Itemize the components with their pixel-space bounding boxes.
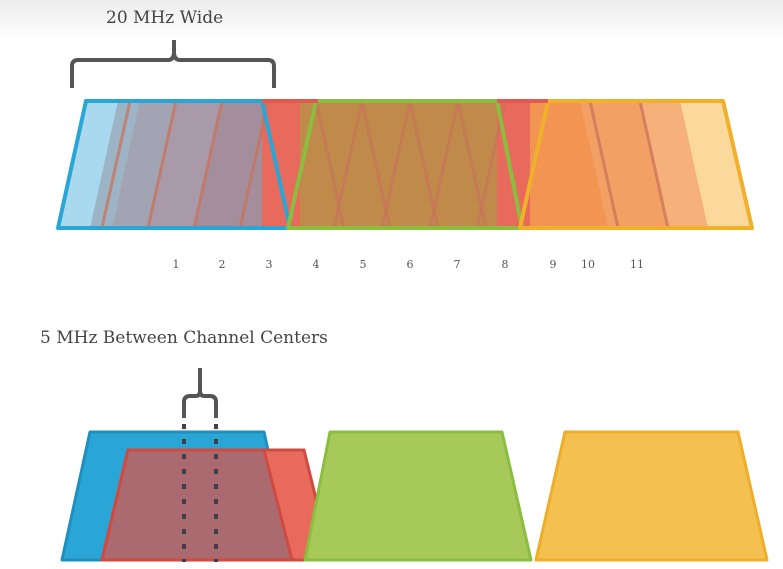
channel-number: 5 xyxy=(360,258,367,271)
channel-number: 3 xyxy=(266,258,273,271)
channel-number: 1 xyxy=(173,258,180,271)
channel-6-shape xyxy=(303,430,533,562)
stripe xyxy=(194,101,262,228)
channel-number: 4 xyxy=(313,258,320,271)
channel-number-row: 1 2 3 4 5 6 7 8 9 10 11 xyxy=(173,258,645,271)
channel-2-outline xyxy=(100,448,294,562)
stripe xyxy=(680,101,752,228)
channel-number: 7 xyxy=(454,258,461,271)
channel-overlap xyxy=(102,450,292,560)
top-spectrum-band xyxy=(58,101,752,228)
channel-number: 9 xyxy=(550,258,557,271)
width-bracket xyxy=(70,40,276,88)
channel-11-outline xyxy=(518,99,754,230)
channel-number: 6 xyxy=(407,258,414,271)
channel-number: 8 xyxy=(502,258,509,271)
stripe xyxy=(112,101,175,228)
top-shade xyxy=(0,0,783,40)
channel-number: 2 xyxy=(219,258,226,271)
channel-number: 11 xyxy=(630,258,644,271)
channel-11-shape xyxy=(534,430,769,562)
channel-edge-lines xyxy=(100,101,670,228)
green-overlap-region xyxy=(300,101,520,228)
width-label: 20 MHz Wide xyxy=(106,8,223,28)
stripe xyxy=(147,101,222,228)
stripe xyxy=(640,101,708,228)
spacing-bracket xyxy=(182,368,218,418)
channel-number: 10 xyxy=(581,258,595,271)
spacing-label: 5 MHz Between Channel Centers xyxy=(40,328,328,348)
